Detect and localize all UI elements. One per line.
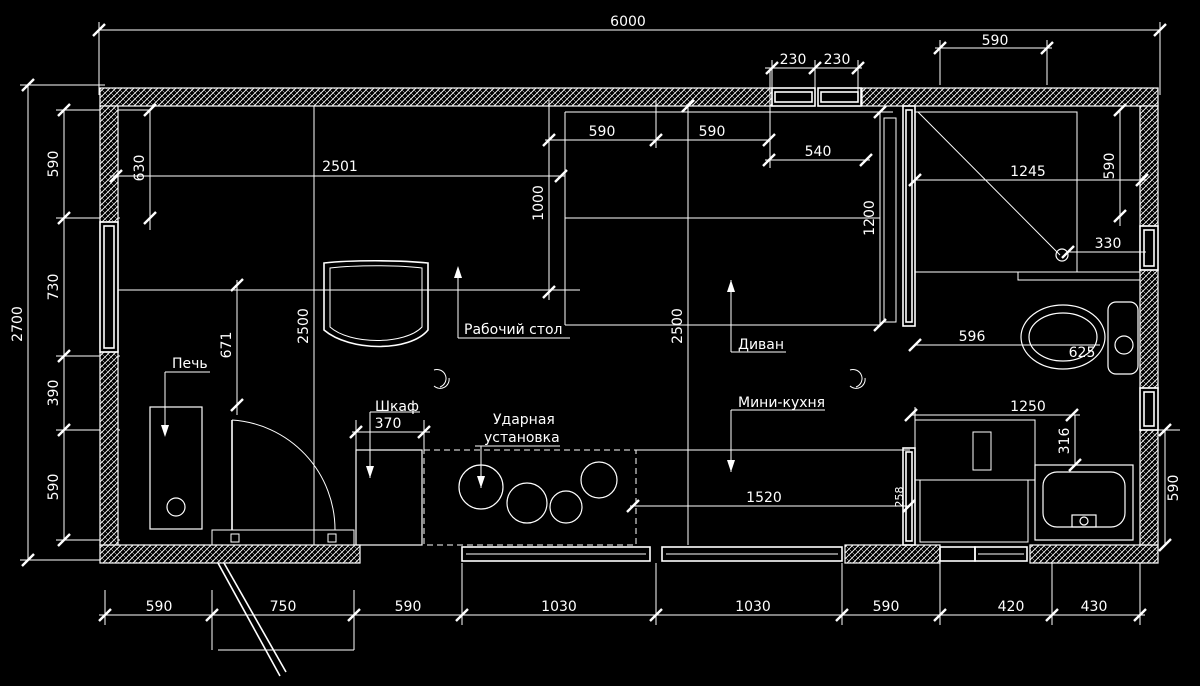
dim-bottom-1030-b: 1030 bbox=[735, 599, 771, 615]
dim-6000: 6000 bbox=[610, 14, 646, 30]
dim-316: 316 bbox=[1057, 428, 1073, 455]
dim-2501: 2501 bbox=[322, 159, 358, 175]
dim-590-right-bottom: 590 bbox=[1166, 475, 1182, 502]
overall-height-dimension: 2700 bbox=[10, 78, 105, 567]
drum-2 bbox=[506, 482, 548, 524]
dim-625: 625 bbox=[1069, 345, 1096, 361]
dim-590-right-top: 590 bbox=[1102, 153, 1118, 180]
label-wardrobe: Шкаф bbox=[375, 399, 419, 415]
dim-2700: 2700 bbox=[10, 306, 26, 342]
dim-left-590-top: 590 bbox=[46, 151, 62, 178]
dim-230-b: 230 bbox=[824, 52, 851, 68]
dim-bottom-1030-a: 1030 bbox=[541, 599, 577, 615]
dim-596: 596 bbox=[959, 329, 986, 345]
dim-370: 370 bbox=[375, 416, 402, 432]
overall-width-dimension: 6000 bbox=[92, 14, 1167, 95]
toilet: 625 bbox=[1020, 301, 1139, 375]
dim-630: 630 bbox=[132, 155, 148, 182]
furniture: 625 bbox=[149, 111, 1141, 677]
dim-bottom-750: 750 bbox=[270, 599, 297, 615]
label-drum-line2: установка bbox=[484, 430, 560, 446]
dim-2500-mid: 2500 bbox=[670, 308, 686, 344]
entrance-door bbox=[211, 419, 355, 677]
dim-1245: 1245 bbox=[1010, 164, 1046, 180]
dim-bottom-420: 420 bbox=[998, 599, 1025, 615]
dim-left-730: 730 bbox=[46, 274, 62, 301]
drum-3 bbox=[549, 490, 583, 524]
dim-258: 258 bbox=[893, 487, 906, 508]
dim-590-top-right: 590 bbox=[982, 33, 1009, 49]
dim-590-inner-a: 590 bbox=[589, 124, 616, 140]
room-labels: Печь Шкаф Ударная установка Рабочий стол… bbox=[172, 322, 825, 446]
dim-330: 330 bbox=[1095, 236, 1122, 252]
dim-540: 540 bbox=[805, 144, 832, 160]
dim-left-590-bottom: 590 bbox=[46, 474, 62, 501]
dim-1250: 1250 bbox=[1010, 399, 1046, 415]
dim-2500-left: 2500 bbox=[296, 308, 312, 344]
dim-left-390: 390 bbox=[46, 380, 62, 407]
dim-1000: 1000 bbox=[531, 185, 547, 221]
stove bbox=[149, 406, 203, 530]
dim-590-inner-b: 590 bbox=[699, 124, 726, 140]
dim-671: 671 bbox=[219, 332, 235, 359]
dim-bottom-590-c: 590 bbox=[873, 599, 900, 615]
shower bbox=[914, 111, 1141, 281]
walls bbox=[99, 87, 1159, 564]
top-window-dimensions: 230 230 590 bbox=[765, 33, 1054, 92]
interior-dimensions: 590 590 540 630 2501 1000 1200 bbox=[109, 68, 1182, 552]
drum-4 bbox=[580, 461, 618, 499]
stove-burner bbox=[166, 497, 186, 517]
label-sofa: Диван bbox=[738, 337, 784, 353]
desk-chair bbox=[323, 259, 429, 348]
drum-kit-area bbox=[423, 449, 637, 546]
washbasin bbox=[1034, 464, 1134, 541]
label-stove: Печь bbox=[172, 356, 208, 372]
dim-bottom-430: 430 bbox=[1081, 599, 1108, 615]
dim-1200: 1200 bbox=[862, 200, 878, 236]
label-drum-line1: Ударная bbox=[493, 412, 555, 428]
dim-bottom-590-b: 590 bbox=[395, 599, 422, 615]
label-kitchen: Мини-кухня bbox=[738, 395, 825, 411]
bottom-dimension-chain: 590 750 590 1030 1030 590 420 430 bbox=[98, 563, 1147, 651]
dim-bottom-590-a: 590 bbox=[146, 599, 173, 615]
bath-cabinet bbox=[914, 419, 1036, 543]
dim-1520: 1520 bbox=[746, 490, 782, 506]
wardrobe bbox=[355, 449, 423, 546]
label-desk: Рабочий стол bbox=[464, 322, 563, 338]
dim-230-a: 230 bbox=[780, 52, 807, 68]
